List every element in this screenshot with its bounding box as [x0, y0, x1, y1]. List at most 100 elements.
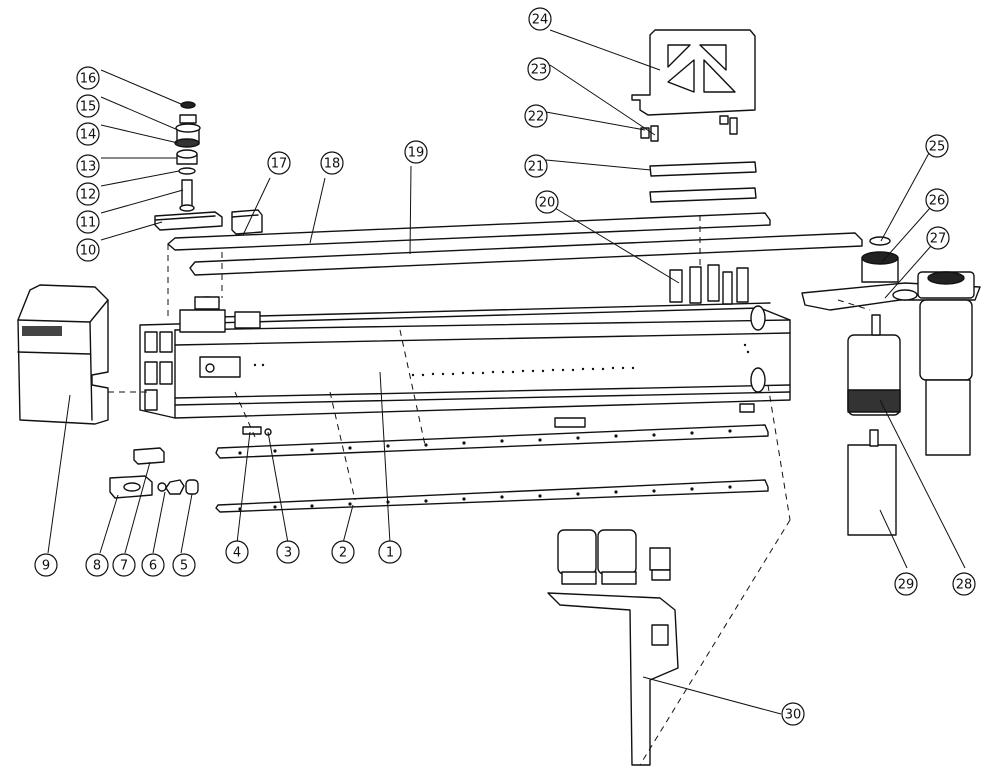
callout-number: 28: [956, 578, 973, 593]
callout-19: 19: [404, 140, 428, 164]
callout-circle: [225, 540, 249, 564]
callout-number: 20: [539, 196, 556, 211]
callout-circle: [172, 553, 196, 577]
callout-number: 4: [233, 546, 241, 561]
callout-22: 22: [524, 104, 548, 128]
callout-circle: [524, 154, 548, 178]
part-idler-on-profile: [179, 296, 261, 333]
callout-number: 6: [149, 559, 157, 574]
part-tensioner-hardware: [109, 447, 199, 499]
part-linear-rails: [215, 424, 769, 513]
callout-10: 10: [76, 238, 100, 262]
callout-28: 28: [952, 572, 976, 596]
callout-number: 23: [531, 63, 548, 78]
callout-circle: [76, 210, 100, 234]
callout-circle: [781, 702, 805, 726]
part-belt-clamp: [231, 209, 263, 235]
callout-circle: [267, 151, 291, 175]
callout-7: 7: [112, 553, 136, 577]
part-belts: [167, 212, 863, 276]
part-carriage-plate: [631, 29, 756, 116]
callout-number: 7: [120, 559, 128, 574]
callout-8: 8: [85, 553, 109, 577]
callout-circle: [141, 553, 165, 577]
part-bottom-bracket: [547, 529, 679, 766]
callout-2: 2: [331, 540, 355, 564]
callout-circle: [320, 151, 344, 175]
callout-4: 4: [225, 540, 249, 564]
part-idler-stack: [174, 101, 201, 212]
callout-circle: [76, 154, 100, 178]
callout-number: 24: [532, 13, 549, 28]
callout-circle: [535, 190, 559, 214]
callout-circle: [112, 553, 136, 577]
callout-29: 29: [894, 572, 918, 596]
callout-circle: [76, 66, 100, 90]
callout-circle: [76, 238, 100, 262]
callout-27: 27: [926, 226, 950, 250]
callout-number: 17: [271, 157, 288, 172]
callout-5: 5: [172, 553, 196, 577]
callout-number: 8: [93, 559, 101, 574]
callout-number: 12: [80, 188, 97, 203]
callout-3: 3: [276, 540, 300, 564]
part-main-profile: [139, 302, 791, 419]
callout-circle: [378, 540, 402, 564]
callout-circle: [76, 94, 100, 118]
callout-number: 21: [528, 160, 545, 175]
callout-21: 21: [524, 154, 548, 178]
callout-24: 24: [528, 7, 552, 31]
callout-circle: [528, 7, 552, 31]
callout-30: 30: [781, 702, 805, 726]
callout-12: 12: [76, 182, 100, 206]
part-idler-plate: [154, 211, 223, 231]
callout-circle: [527, 57, 551, 81]
callout-circle: [331, 540, 355, 564]
callout-number: 14: [80, 128, 97, 143]
callout-23: 23: [527, 57, 551, 81]
callout-17: 17: [267, 151, 291, 175]
callout-number: 10: [80, 244, 97, 259]
part-motor: [847, 429, 897, 536]
callout-6: 6: [141, 553, 165, 577]
callout-number: 27: [930, 232, 947, 247]
callout-number: 15: [80, 100, 97, 115]
callout-number: 5: [180, 559, 188, 574]
callout-number: 18: [324, 157, 341, 172]
callout-number: 2: [339, 546, 347, 561]
callout-number: 9: [42, 559, 50, 574]
callout-11: 11: [76, 210, 100, 234]
callout-number: 1: [386, 546, 394, 561]
callout-circle: [926, 226, 950, 250]
callout-16: 16: [76, 66, 100, 90]
part-upper-rails: [649, 161, 757, 203]
callout-15: 15: [76, 94, 100, 118]
callout-9: 9: [34, 553, 58, 577]
callout-25: 25: [925, 134, 949, 158]
callout-26: 26: [925, 188, 949, 212]
part-carriage-screws: [640, 115, 738, 142]
part-end-cover: [17, 284, 109, 425]
assembly-guides: [108, 215, 871, 766]
callout-circle: [276, 540, 300, 564]
part-drive-pulley: [861, 236, 899, 283]
callout-1: 1: [378, 540, 402, 564]
callout-number: 19: [408, 146, 425, 161]
callout-circle: [925, 134, 949, 158]
callout-number: 26: [929, 194, 946, 209]
callout-number: 16: [80, 72, 97, 87]
part-reducer-motor: [847, 271, 975, 456]
callout-number: 3: [284, 546, 292, 561]
callout-circle: [85, 553, 109, 577]
callout-20: 20: [535, 190, 559, 214]
leader-lines: [47, 29, 966, 715]
callout-number: 25: [929, 140, 946, 155]
callout-circle: [925, 188, 949, 212]
callout-circle: [952, 572, 976, 596]
callout-circle: [524, 104, 548, 128]
callout-18: 18: [320, 151, 344, 175]
callout-number: 22: [528, 110, 545, 125]
